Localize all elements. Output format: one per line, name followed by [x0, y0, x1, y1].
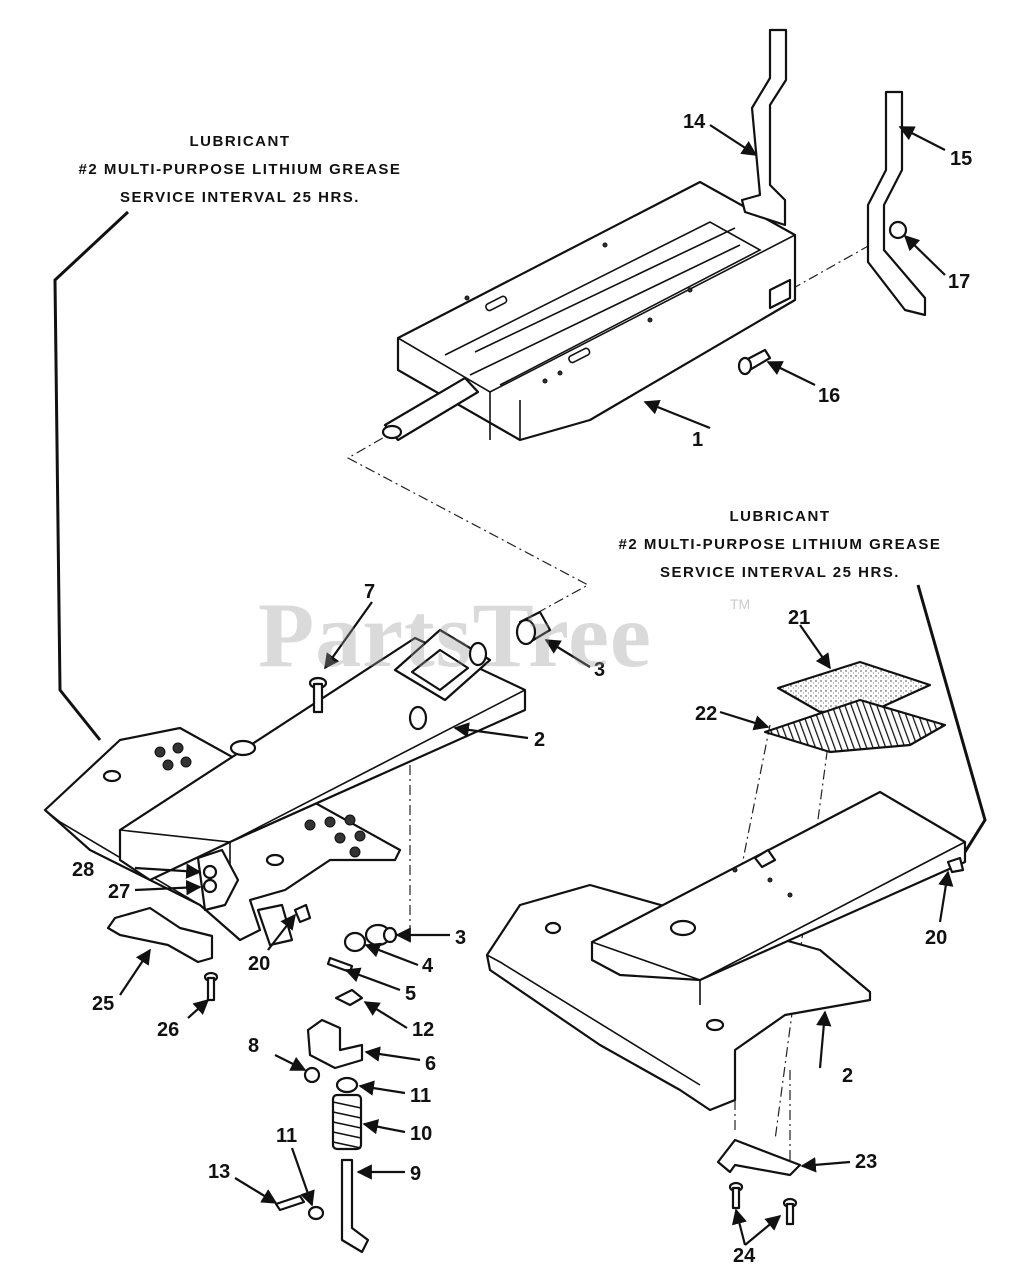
- callout-9: 9: [410, 1163, 421, 1185]
- callout-11-lower: 11: [276, 1125, 297, 1147]
- screw-part-24-right: [782, 1197, 798, 1226]
- washer-part-4: [343, 931, 367, 953]
- lubricant-note-left: LUBRICANT #2 MULTI-PURPOSE LITHIUM GREAS…: [40, 128, 440, 212]
- callout-13: 13: [208, 1161, 230, 1183]
- callout-21: 21: [788, 607, 810, 629]
- callout-8: 8: [248, 1035, 259, 1057]
- bolt-part-16: [737, 348, 772, 376]
- callout-1: 1: [692, 429, 703, 451]
- callout-27: 27: [108, 881, 130, 903]
- bracket-part-6: [306, 1018, 364, 1070]
- nut-part-28: [202, 864, 218, 880]
- callout-23: 23: [855, 1151, 877, 1173]
- note-right-line1: LUBRICANT: [729, 508, 831, 525]
- bolt-part-7: [308, 676, 328, 714]
- control-rod-part-14: [740, 28, 788, 227]
- bushing-part-3-lower: [364, 923, 398, 947]
- washer-part-11-upper: [335, 1076, 359, 1094]
- nut-part-8: [303, 1066, 321, 1084]
- assembly-line-rod15: [789, 244, 871, 291]
- assembly-line-seat-to-frame: [346, 427, 590, 619]
- callout-20-right: 20: [925, 927, 947, 949]
- lubricant-note-right: LUBRICANT #2 MULTI-PURPOSE LITHIUM GREAS…: [570, 503, 990, 587]
- callout-11-upper: 11: [410, 1085, 431, 1107]
- callout-2-left: 2: [534, 729, 545, 751]
- note-left-line3: SERVICE INTERVAL 25 HRS.: [120, 189, 360, 206]
- bushing-part-3-upper: [515, 610, 552, 646]
- grease-fitting-part-20-left: [293, 903, 312, 924]
- nut-part-17: [888, 220, 908, 240]
- washer-part-27: [202, 878, 218, 894]
- bracket-part-23: [716, 1138, 802, 1177]
- callout-labels: 1 2 2 3 3 4 5 6 7 8 9 10 11 11 12 13 14 …: [72, 111, 972, 1267]
- screw-part-26: [203, 971, 219, 1002]
- note-right-line2: #2 MULTI-PURPOSE LITHIUM GREASE: [618, 536, 942, 553]
- callout-10: 10: [410, 1123, 432, 1145]
- callout-6: 6: [425, 1053, 436, 1075]
- callout-14: 14: [683, 111, 706, 133]
- seat-support-part-2-left: [43, 628, 527, 947]
- callout-4: 4: [422, 955, 434, 977]
- clip-part-12: [334, 988, 364, 1007]
- grease-fitting-part-20-right: [946, 856, 965, 874]
- callout-5: 5: [405, 983, 416, 1005]
- grease-line-right: [916, 584, 987, 861]
- callout-16: 16: [818, 385, 840, 407]
- watermark-tm: TM: [730, 596, 751, 612]
- callout-28: 28: [72, 859, 94, 881]
- grease-line-left: [53, 210, 130, 741]
- callout-22: 22: [695, 703, 717, 725]
- handle-part-25: [106, 906, 214, 964]
- callout-24: 24: [733, 1245, 756, 1267]
- callout-15: 15: [950, 148, 972, 170]
- control-rod-part-15: [866, 90, 927, 317]
- rod-part-9: [340, 1158, 370, 1254]
- callout-26: 26: [157, 1019, 179, 1041]
- leader-lines: [119, 124, 954, 1246]
- seat-frame-part-1: [381, 180, 797, 442]
- callout-17: 17: [948, 271, 970, 293]
- callout-3-upper: 3: [594, 659, 605, 681]
- pin-part-13: [274, 1194, 306, 1212]
- note-left-line2: #2 MULTI-PURPOSE LITHIUM GREASE: [78, 161, 402, 178]
- callout-20-left: 20: [248, 953, 270, 975]
- seat-support-part-2-right: [485, 790, 967, 1112]
- callout-3-lower: 3: [455, 927, 466, 949]
- callout-25: 25: [92, 993, 114, 1015]
- washer-part-11-lower: [307, 1205, 325, 1221]
- callout-2-right: 2: [842, 1065, 853, 1087]
- callout-7: 7: [364, 581, 375, 603]
- callout-12: 12: [412, 1019, 434, 1041]
- spring-part-10: [331, 1093, 363, 1151]
- ribbed-pad-part-22: [763, 698, 947, 754]
- screw-part-24-left: [728, 1181, 744, 1210]
- note-left-line1: LUBRICANT: [189, 133, 291, 150]
- note-right-line3: SERVICE INTERVAL 25 HRS.: [660, 564, 900, 581]
- seat-pad-part-21: [776, 660, 932, 714]
